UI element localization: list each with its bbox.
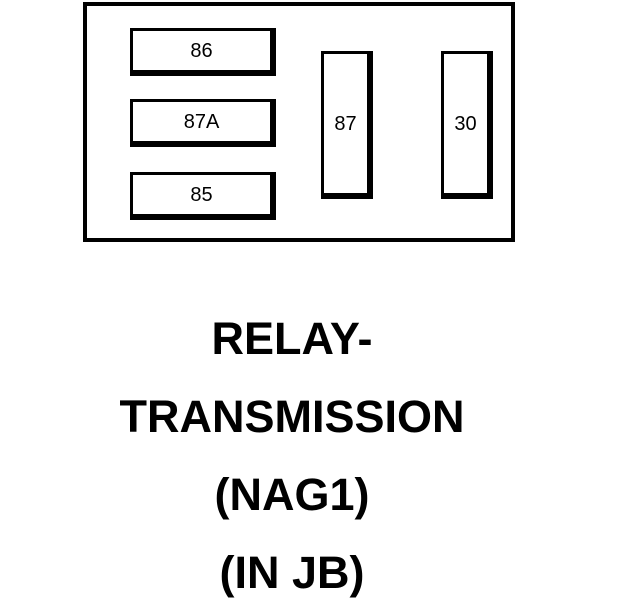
terminal-87-label: 87 (334, 112, 357, 135)
relay-outline: 86 87A 85 87 30 (83, 2, 515, 242)
terminal-87a: 87A (130, 99, 276, 147)
caption-line-4: (IN JB) (219, 547, 365, 598)
terminal-86: 86 (130, 28, 276, 76)
terminal-30-label: 30 (454, 112, 477, 135)
terminal-85: 85 (130, 172, 276, 220)
caption-line-3: (NAG1) (214, 469, 370, 520)
caption-line-1: RELAY- (211, 313, 373, 364)
terminal-30: 30 (441, 51, 493, 199)
terminal-86-label: 86 (190, 39, 213, 62)
terminal-85-label: 85 (190, 183, 213, 206)
terminal-87a-label: 87A (183, 110, 220, 133)
caption-line-2: TRANSMISSION (119, 391, 465, 442)
terminal-87: 87 (321, 51, 373, 199)
relay-caption: RELAY- TRANSMISSION (NAG1) (IN JB) (0, 300, 584, 612)
